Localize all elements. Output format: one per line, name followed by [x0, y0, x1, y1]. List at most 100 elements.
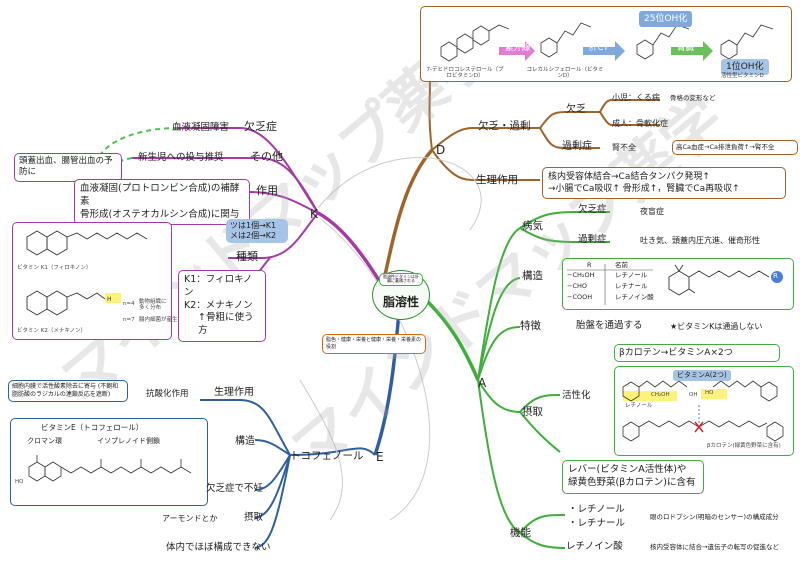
a-struct-r: −CH₂OH	[567, 271, 595, 279]
a-exc-label[interactable]: 過剰症	[578, 234, 607, 245]
k2-note2: 腸内細菌が産生	[139, 317, 178, 323]
a-acid-note: 核内受容体に結合→遺伝子の転写の促進など	[650, 543, 779, 551]
a-carotene-note: βカロテン(緑黄色野菜に含有)	[707, 443, 781, 449]
e-intake-item: アーモンドとか	[162, 514, 218, 523]
a-ch2oh-label: CH₂OH	[651, 392, 670, 398]
d-action-line: →小腸でCa吸収↑ 骨形成↑，腎臓でCa再吸収↑	[548, 184, 740, 195]
k-type-line: K2：メナキノン	[184, 299, 253, 311]
a-struct-name: レチナール	[615, 282, 648, 290]
a-structure-box: R 名前 −CH₂OH レチノール −CHO レチナール −COOH レチノイン…	[562, 258, 794, 310]
d-def-exc-label[interactable]: 欠乏・過剰	[478, 120, 531, 132]
a-function-label[interactable]: 機能	[510, 527, 531, 539]
k-action-box: 血液凝固(プロトロンビン合成)の補酵素 骨形成(オステオカルシン合成)に関与	[74, 179, 250, 226]
e-isoprenoid-label: イソプレノイド側鎖	[97, 437, 160, 445]
e-action-label[interactable]: 生理作用	[214, 387, 254, 398]
k2-structure-caption: ビタミン K2（メナキノン）	[17, 328, 86, 334]
a-function-item: ・レチナール	[568, 518, 626, 529]
a-feature-label[interactable]: 特徴	[520, 320, 541, 332]
k2-n7: n=7	[123, 317, 135, 323]
a-source-line: レバー(ビタミンA活性体)や	[568, 464, 687, 475]
branch-k-label[interactable]: K	[310, 207, 318, 221]
a-struct-r: −COOH	[567, 293, 593, 301]
e-synth[interactable]: 体内でほぼ構成できない	[166, 542, 271, 553]
branch-a-label[interactable]: A	[478, 376, 487, 390]
a-feature-item: 胎盤を通過する	[576, 320, 643, 331]
branch-e-label[interactable]: E	[376, 450, 384, 464]
a-carotene-box: βカロテン→ビタミンA×2つ	[614, 344, 780, 363]
k-type-line: ↑骨粗に使う方	[198, 312, 254, 337]
d-uv-label: 紫外線	[505, 43, 531, 53]
d-excess-note: 高Ca血症→Ca排泄負荷↑→腎不全	[672, 140, 798, 155]
a-def-label[interactable]: 欠乏症	[578, 204, 607, 215]
e-action-item: 抗酸化作用	[146, 389, 189, 399]
svg-text:H: H	[107, 296, 112, 303]
a-struct-name: レチノール	[615, 271, 648, 279]
e-structure-label[interactable]: 構造	[235, 436, 255, 447]
a-struct-name: レチノイン酸	[615, 293, 654, 301]
a-structure-svg	[567, 264, 783, 305]
k-types-box: K1：フィロキノン K2：メナキノン ↑骨粗に使う方	[178, 270, 266, 343]
d-action-box: 核内受容体結合→Ca結合タンパク発現↑ →小腸でCa吸収↑ 骨形成↑，腎臓でCa…	[542, 167, 786, 200]
e-deficiency[interactable]: 欠乏症で不妊	[206, 483, 264, 494]
e-chroman-label: クロマン環	[27, 437, 62, 445]
a-source-box: レバー(ビタミンA活性体)や 緑黄色野菜(βカロテン)に含有	[562, 460, 704, 494]
center-node[interactable]: 脂溶性ビタミンは肝臓に蓄積される 脂溶性	[372, 270, 430, 320]
d-step2: コレカルシフェロール（ビタミンD）	[526, 67, 604, 80]
a-struct-header-name: 名前	[615, 261, 628, 269]
a-function-item: ・レチノール	[568, 504, 625, 515]
d-deficiency-label[interactable]: 欠乏	[566, 104, 586, 115]
a-disease-label[interactable]: 病気	[522, 220, 543, 232]
dashed-links	[99, 127, 179, 176]
a-carotene-structure-box: ビタミンA(2つ) レチノール CH₂OH OH HO βカロテン(緑黄色野菜に…	[614, 366, 794, 456]
a-acid-label[interactable]: レチノイン酸	[566, 541, 623, 552]
a-oh-label: OH	[689, 392, 698, 398]
a-struct-r-circle: R	[773, 272, 778, 280]
a-exc-item: 吐き気、頭蓋内圧亢進、催奇形性	[640, 236, 760, 245]
center-caption: 脂溶性ビタミンは肝臓に蓄積される	[379, 273, 423, 286]
k-deficiency-label[interactable]: 欠乏症	[244, 120, 277, 133]
a-carotene-svg	[622, 380, 784, 442]
d-kidney-label: 腎臓	[677, 43, 695, 53]
a-activation-label[interactable]: 活性化	[562, 390, 591, 401]
a-feature-note: ★ビタミンKは通過しない	[670, 322, 763, 331]
a-struct-r: −CHO	[567, 282, 587, 290]
center-title: 脂溶性	[382, 295, 419, 309]
k-action-line: 血液凝固(プロトロンビン合成)の補酵素	[80, 183, 240, 207]
k-deficiency-item: 血液凝固障害	[172, 122, 230, 133]
d-25oh-label: 25位OH化	[639, 11, 693, 28]
d-pathway-svg	[440, 22, 774, 62]
e-structure-title: ビタミンE（トコフェロール）	[41, 423, 144, 432]
k1-structure-caption: ビタミン K1（フィロキノン）	[17, 265, 92, 271]
e-structure-svg	[28, 455, 192, 482]
d-child-note: 骨格の変形など	[670, 94, 716, 102]
k-other-item: 新生児への投与推奨	[138, 152, 224, 163]
e-action-note: 細胞内膜で活性酸素除去に寄与 (不飽和 脂肪酸のラジカルの連鎖反応を遮断)	[8, 380, 128, 402]
d-excess-label[interactable]: 過剰症	[562, 141, 592, 152]
k-types-hint-line: メは2個→K2	[230, 231, 277, 240]
e-structure-box: ビタミンE（トコフェロール） クロマン環 イソプレノイド側鎖 HO	[10, 418, 208, 506]
d-step1: 7-デヒドロコレステロール（プロビタミンD）	[426, 67, 504, 80]
k-types-label[interactable]: 種類	[236, 250, 258, 263]
d-action-label[interactable]: 生理作用	[476, 174, 518, 186]
k-action-line: 骨形成(オステオカルシン合成)に関与	[80, 208, 240, 220]
e-ho-label: HO	[15, 479, 24, 485]
e-name[interactable]: トコフェノール	[290, 450, 364, 462]
e-action-note-line: 細胞内膜で活性酸素除去に寄与 (不飽和	[12, 383, 119, 390]
k-action-label[interactable]: 作用	[256, 184, 278, 197]
k-structure-svg: H	[26, 230, 148, 316]
a-def-item: 夜盲症	[640, 207, 664, 216]
a-intake-label[interactable]: 摂取	[522, 406, 543, 418]
d-pathway-box: 紫外線 肝CY 腎臓 25位OH化 1位OH化 7-デヒドロコレステロール（プロ…	[420, 6, 792, 82]
branch-d-lines	[383, 81, 660, 276]
a-retinol-label: レチノール	[625, 403, 653, 409]
k-structure-box: H ビタミン K1（フィロキノン） ビタミン K2（メナキノン） n=4 n=7…	[12, 222, 178, 340]
k-other-note: 頭蓋出血、腸管出血の予防に	[14, 153, 122, 182]
branch-d-label[interactable]: D	[436, 143, 446, 157]
branch-a-lines	[413, 211, 610, 549]
d-1oh-label: 1位OH化	[721, 59, 769, 76]
d-step4: 活性型ビタミンD	[721, 73, 764, 79]
d-adult: 成人：骨軟化症	[612, 119, 668, 128]
e-intake-label[interactable]: 摂取	[244, 512, 264, 523]
k-other-label[interactable]: その他	[250, 150, 283, 163]
a-structure-label[interactable]: 構造	[522, 270, 543, 282]
